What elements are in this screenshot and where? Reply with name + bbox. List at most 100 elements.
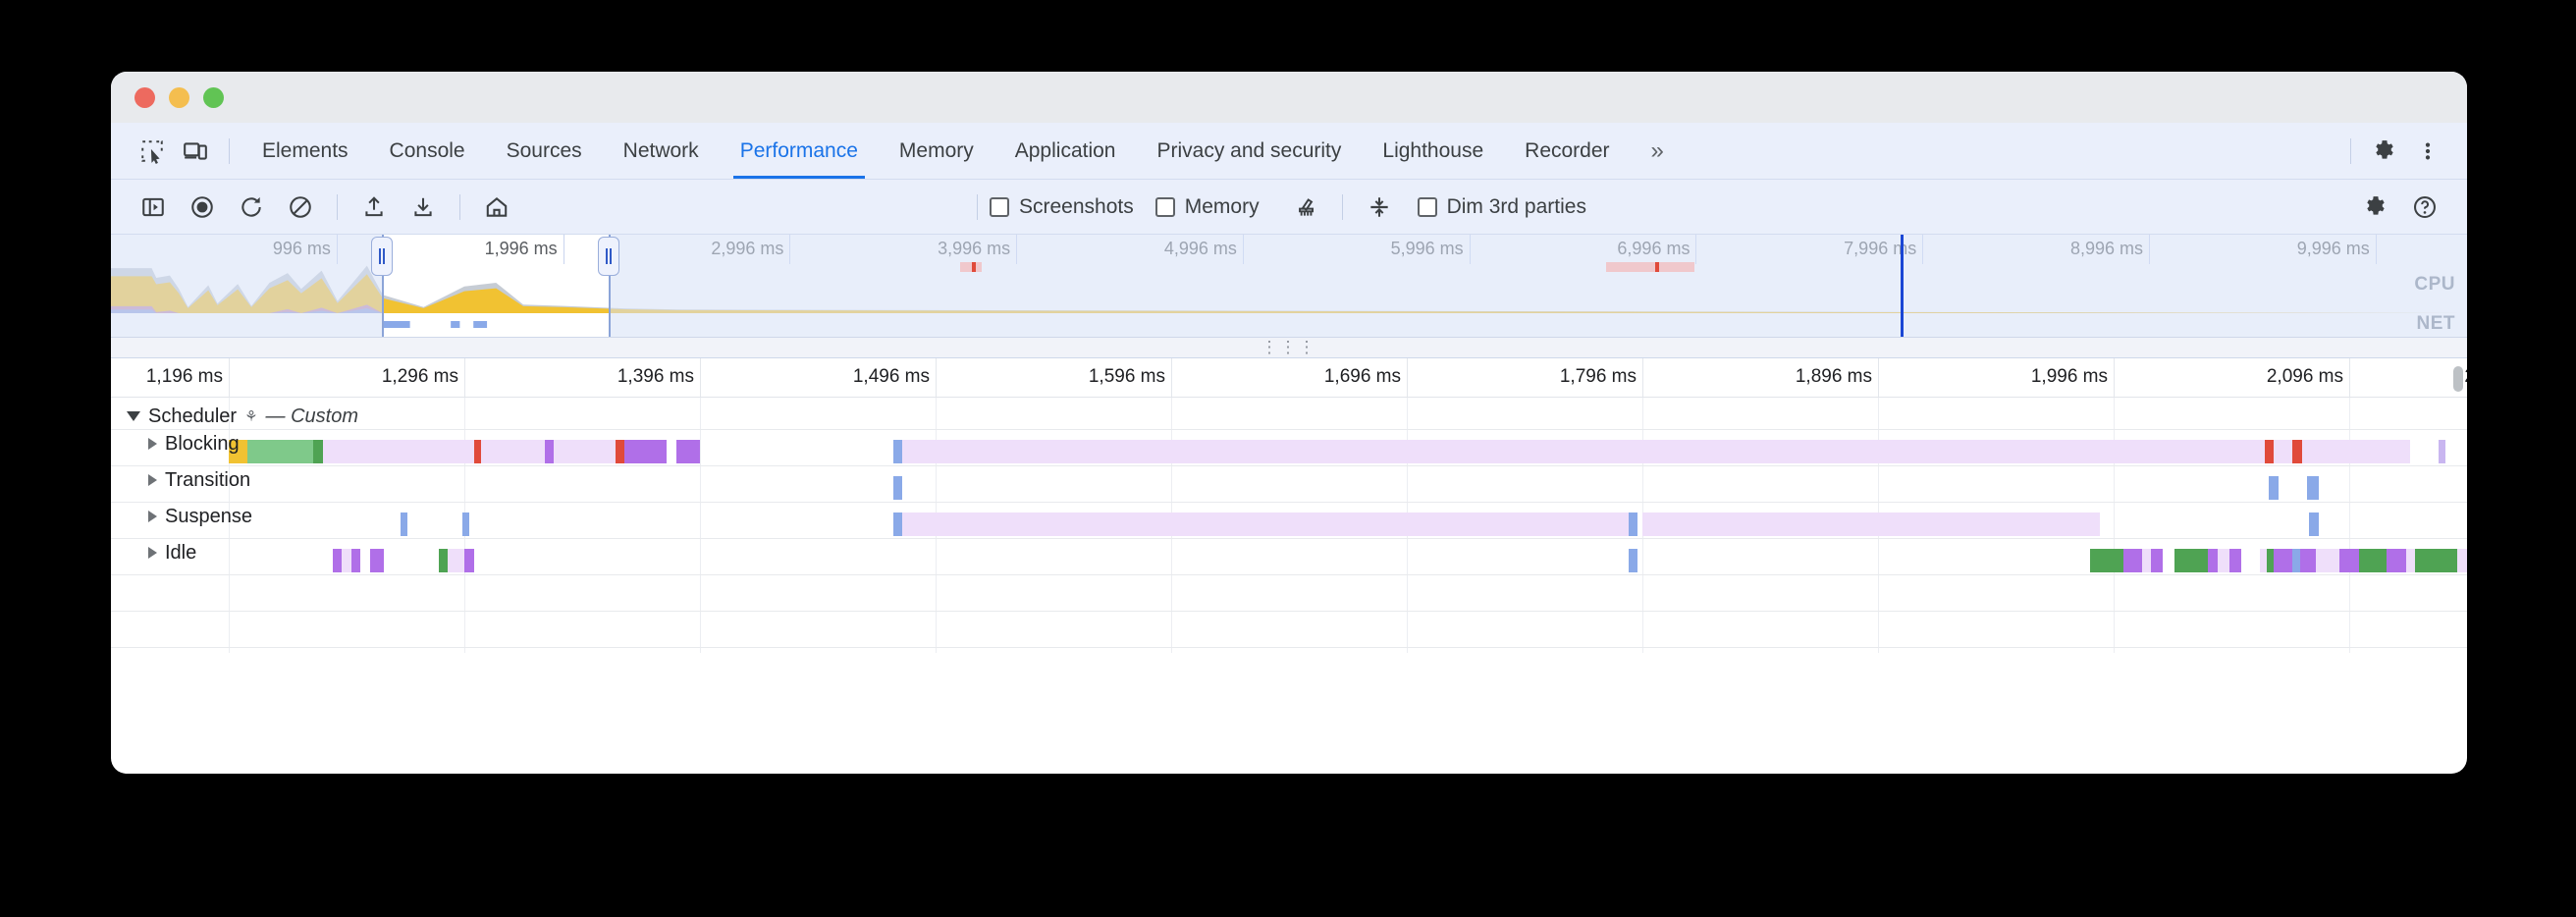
flame-bar[interactable] xyxy=(461,512,469,536)
tab-console[interactable]: Console xyxy=(389,138,465,162)
flame-bar[interactable] xyxy=(448,549,464,572)
tab-recorder[interactable]: Recorder xyxy=(1525,138,1610,162)
flame-bar[interactable] xyxy=(401,512,408,536)
overview-window-left-edge[interactable] xyxy=(382,235,384,337)
overview-resize-handle[interactable]: ⋮⋮⋮ xyxy=(111,337,2467,358)
more-tabs-icon[interactable]: » xyxy=(1650,136,1664,164)
dim-3rd-parties-checkbox[interactable]: Dim 3rd parties xyxy=(1417,195,1586,219)
flame-bar[interactable] xyxy=(2274,440,2293,463)
tab-application[interactable]: Application xyxy=(1014,138,1116,162)
flame-bar[interactable] xyxy=(2358,549,2388,572)
flame-bar[interactable] xyxy=(544,440,555,463)
upload-profile-icon[interactable] xyxy=(349,186,399,229)
flame-bar[interactable] xyxy=(2274,549,2293,572)
flame-bar[interactable] xyxy=(2292,549,2300,572)
gear-icon[interactable] xyxy=(2363,130,2406,173)
tab-network[interactable]: Network xyxy=(622,138,699,162)
flame-bar[interactable] xyxy=(2292,440,2302,463)
overview-window-right-edge[interactable] xyxy=(608,235,611,337)
close-window-button[interactable] xyxy=(134,87,155,108)
flame-bar[interactable] xyxy=(2309,512,2319,536)
flame-bar[interactable] xyxy=(2302,440,2411,463)
tab-elements[interactable]: Elements xyxy=(262,138,349,162)
flame-bar[interactable] xyxy=(676,440,700,463)
tab-sources[interactable]: Sources xyxy=(506,138,582,162)
flame-bar[interactable] xyxy=(313,440,323,463)
flame-bar[interactable] xyxy=(350,549,361,572)
dim-3rd-parties-checkbox-box[interactable] xyxy=(1417,196,1437,217)
help-question-icon[interactable] xyxy=(2400,186,2449,229)
overview-window-right-handle[interactable] xyxy=(597,237,619,276)
flame-bar[interactable] xyxy=(2217,549,2229,572)
collect-garbage-icon[interactable] xyxy=(1281,186,1330,229)
flame-bar[interactable] xyxy=(247,440,314,463)
flame-bar[interactable] xyxy=(892,476,903,500)
record-icon[interactable] xyxy=(178,186,227,229)
flame-bar[interactable] xyxy=(2316,549,2340,572)
flame-bar[interactable] xyxy=(1642,512,2100,536)
track-group-scheduler[interactable]: Scheduler ⚘ — Custom xyxy=(111,402,358,431)
timeline-overview[interactable]: 996 ms1,996 ms2,996 ms3,996 ms4,996 ms5,… xyxy=(111,235,2467,337)
flame-bar[interactable] xyxy=(2415,549,2458,572)
capture-settings-gear-icon[interactable] xyxy=(2351,186,2400,229)
flame-bar[interactable] xyxy=(332,549,343,572)
timeline-scrollbar-thumb[interactable] xyxy=(2453,366,2463,392)
flame-bar[interactable] xyxy=(2269,476,2279,500)
flame-bar[interactable] xyxy=(473,440,481,463)
flame-bar[interactable] xyxy=(902,440,2265,463)
flame-bar[interactable] xyxy=(902,512,1629,536)
tab-performance[interactable]: Performance xyxy=(720,123,879,179)
flame-bar[interactable] xyxy=(323,440,474,463)
flame-bar[interactable] xyxy=(2264,440,2275,463)
flame-bar[interactable] xyxy=(892,440,903,463)
inspect-element-icon[interactable] xyxy=(131,130,174,173)
tab-memory[interactable]: Memory xyxy=(898,138,974,162)
flame-bar[interactable] xyxy=(2228,549,2241,572)
overview-dim-right[interactable] xyxy=(608,235,2467,337)
reload-and-record-icon[interactable] xyxy=(227,186,276,229)
flame-bar[interactable] xyxy=(2151,549,2164,572)
memory-checkbox-box[interactable] xyxy=(1154,196,1175,217)
flame-bar[interactable] xyxy=(2208,549,2218,572)
collapse-vertical-icon[interactable] xyxy=(1355,186,1404,229)
track-row-blocking[interactable]: Blocking xyxy=(111,429,240,458)
minimize-window-button[interactable] xyxy=(169,87,189,108)
chevron-right-icon[interactable] xyxy=(148,438,157,450)
flame-bar[interactable] xyxy=(892,512,903,536)
flame-bar[interactable] xyxy=(2387,549,2406,572)
flame-bar[interactable] xyxy=(2267,549,2275,572)
overview-window-left-handle[interactable] xyxy=(371,237,393,276)
flame-bar[interactable] xyxy=(370,549,385,572)
track-bars-idle[interactable] xyxy=(111,546,2467,575)
toggle-sidebar-icon[interactable] xyxy=(129,186,178,229)
flame-bar[interactable] xyxy=(2090,549,2123,572)
chevron-down-icon[interactable] xyxy=(127,411,140,421)
flame-chart-tracks[interactable]: Scheduler ⚘ — Custom Blocking Transition… xyxy=(111,398,2467,653)
chevron-right-icon[interactable] xyxy=(148,547,157,559)
flame-bar[interactable] xyxy=(2141,549,2152,572)
device-toolbar-icon[interactable] xyxy=(174,130,217,173)
flame-bar[interactable] xyxy=(438,549,449,572)
screenshots-checkbox-box[interactable] xyxy=(990,196,1009,217)
screenshots-checkbox[interactable]: Screenshots xyxy=(990,195,1134,219)
flame-bar[interactable] xyxy=(342,549,351,572)
overview-dim-left[interactable] xyxy=(111,235,382,337)
flame-bar[interactable] xyxy=(2122,549,2142,572)
flame-bar[interactable] xyxy=(2405,549,2416,572)
memory-checkbox[interactable]: Memory xyxy=(1154,195,1260,219)
flame-bar[interactable] xyxy=(2457,549,2467,572)
download-profile-icon[interactable] xyxy=(399,186,448,229)
flame-bar[interactable] xyxy=(480,440,545,463)
flame-bar[interactable] xyxy=(2259,549,2267,572)
track-bars-suspense[interactable] xyxy=(111,510,2467,539)
home-icon[interactable] xyxy=(472,186,521,229)
maximize-window-button[interactable] xyxy=(203,87,224,108)
chevron-right-icon[interactable] xyxy=(148,511,157,522)
track-row-transition[interactable]: Transition xyxy=(111,465,250,495)
tab-privacy-and-security[interactable]: Privacy and security xyxy=(1156,138,1342,162)
flame-bar[interactable] xyxy=(615,440,625,463)
tab-lighthouse[interactable]: Lighthouse xyxy=(1382,138,1484,162)
flame-bar[interactable] xyxy=(2306,476,2319,500)
flame-bar[interactable] xyxy=(1628,512,1638,536)
